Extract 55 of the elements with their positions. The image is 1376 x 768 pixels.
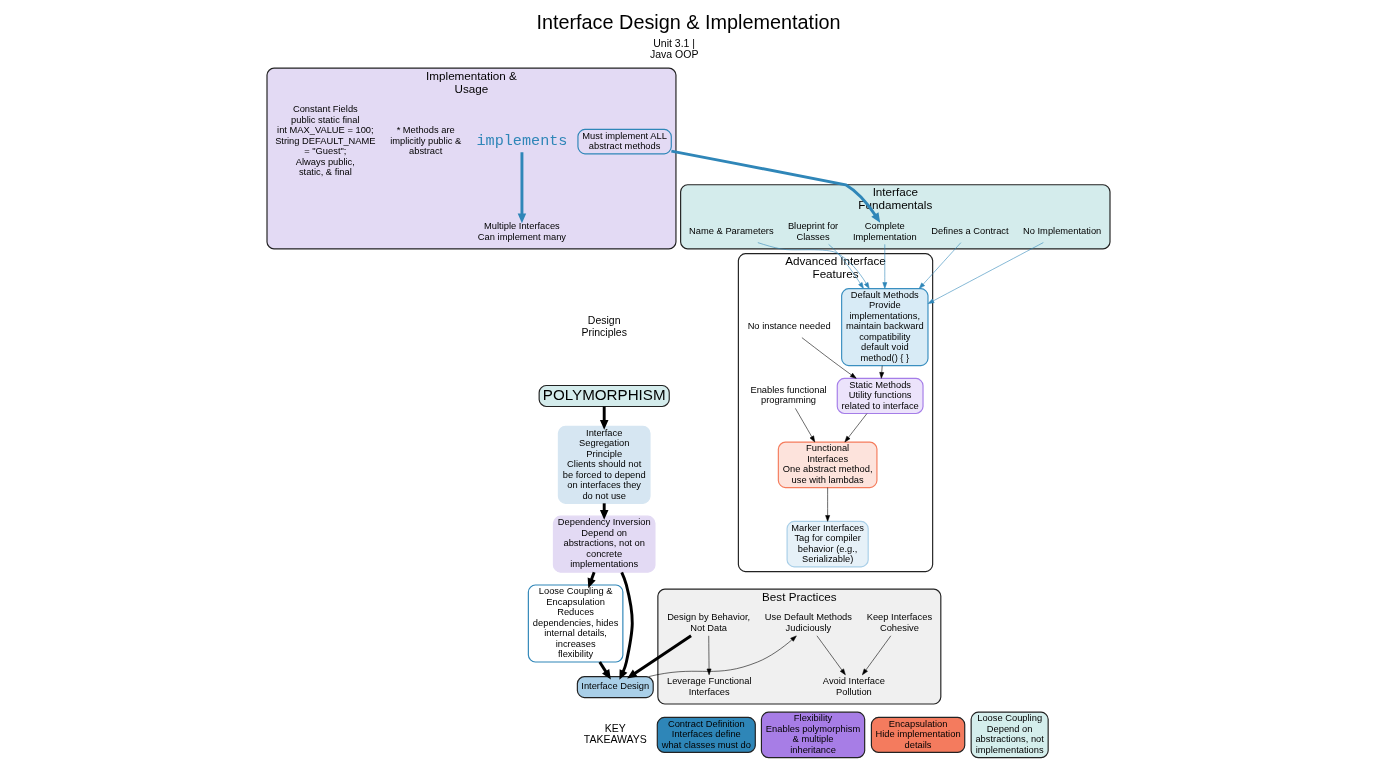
node-text: Defines a Contract: [930, 226, 1009, 237]
node-box: Marker Interfaces Tag for compiler behavior (e.g., Serializable): [786, 520, 869, 568]
arrow: [599, 503, 608, 520]
label: Design Principles: [580, 313, 627, 338]
arrow: [816, 635, 846, 676]
node-text: Design by Behavior, Not Data: [666, 612, 750, 633]
node-text: Complete Implementation: [852, 220, 917, 242]
node-text: implements: [475, 132, 567, 151]
node-text: Multiple Interfaces Can implement many: [477, 220, 566, 242]
label: Unit 3.1 | Java OOP: [649, 36, 698, 61]
node-text: Use Default Methods Judiciously: [764, 612, 852, 633]
node-box: Functional Interfaces One abstract method, use with lambdas: [777, 441, 877, 489]
arrow: [794, 408, 815, 443]
arrow: [599, 406, 608, 430]
arrow: [618, 571, 634, 680]
arrow: [670, 149, 880, 223]
node-box: Flexibility Enables polymorphism & multiple inheritance: [760, 711, 865, 759]
arrow: [626, 634, 692, 679]
arrow: [918, 242, 961, 289]
node-text: Name & Parameters: [688, 226, 774, 237]
arrow: [882, 244, 887, 289]
node-box: Encapsulation Hide implementation details: [870, 716, 965, 753]
node-text: No Implementation: [1022, 226, 1101, 237]
node-text: Enables functional programming: [749, 384, 827, 406]
node-text: Constant Fields public static final int MAX_VALUE = 100; String DEFAULT_NAME = "Guest"; Always public, static, & final: [274, 104, 376, 178]
node-text: * Methods are implicitly public & abstract: [389, 125, 461, 157]
arrow: [824, 487, 830, 522]
arrow: [801, 337, 856, 379]
arrow: [878, 365, 884, 379]
label: KEY TAKEAWAYS: [583, 721, 647, 746]
node-box: Loose Coupling & Encapsulation Reduces dependencies, hides internal details, increases flexibility: [527, 584, 623, 663]
arrow: [648, 635, 797, 677]
node-box: Loose Coupling Depend on abstractions, not implementations: [970, 711, 1049, 759]
diagram-title: Interface Design & Implementation: [535, 10, 841, 33]
arrow: [844, 413, 867, 443]
node-box: Dependency Inversion Depend on abstractions, not on concrete implementations: [552, 515, 656, 573]
node-text: Blueprint for Classes: [787, 220, 838, 242]
node-box: Contract Definition Interfaces define what classes must do: [656, 716, 756, 753]
arrow: [517, 152, 526, 224]
node-box: Static Methods Utility functions related to interface: [836, 377, 924, 415]
arrow: [927, 242, 1044, 304]
node-box: Default Methods Provide implementations, maintain backward compatibility default void method() { }: [840, 288, 929, 367]
node-box: Interface Design: [576, 676, 654, 699]
node-text: Keep Interfaces Cohesive: [866, 612, 932, 633]
arrow: [861, 635, 891, 676]
node-text: Leverage Functional Interfaces: [666, 676, 751, 697]
node-box: Must implement ALL abstract methods: [576, 128, 672, 155]
arrow: [706, 635, 711, 676]
arrow: [598, 661, 611, 680]
node-text: Avoid Interface Pollution: [822, 676, 885, 697]
arrow: [757, 242, 869, 289]
node-text: No instance needed: [747, 321, 831, 332]
node-box: Interface Segregation Principle Clients should not be forced to depend on interfaces they do not use: [557, 425, 651, 504]
node-box: POLYMORPHISM: [538, 384, 670, 408]
arrow: [827, 244, 864, 289]
